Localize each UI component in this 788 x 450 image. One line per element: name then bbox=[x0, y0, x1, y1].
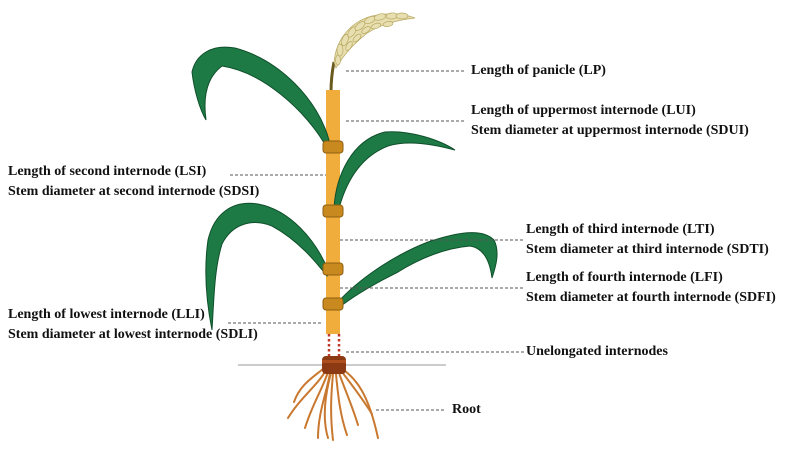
node-4 bbox=[322, 297, 344, 311]
label-lowest-length: Length of lowest internode (LLI) bbox=[8, 307, 205, 322]
node-3 bbox=[322, 262, 344, 276]
label-lowest: Length of lowest internode (LLI) Stem di… bbox=[8, 305, 258, 345]
label-lowest-diameter: Stem diameter at lowest internode (SDLI) bbox=[8, 327, 258, 342]
label-root: Root bbox=[452, 400, 481, 420]
label-unelongated: Unelongated internodes bbox=[526, 342, 668, 362]
roots bbox=[287, 368, 379, 441]
label-uppermost-diameter: Stem diameter at uppermost internode (SD… bbox=[471, 123, 749, 138]
label-third: Length of third internode (LTI) Stem dia… bbox=[526, 220, 769, 260]
label-second-length: Length of second internode (LSI) bbox=[8, 164, 207, 179]
panicle bbox=[333, 12, 416, 69]
label-root-text: Root bbox=[452, 402, 481, 417]
label-second: Length of second internode (LSI) Stem di… bbox=[8, 162, 259, 202]
leader-lines bbox=[228, 70, 524, 411]
label-uppermost: Length of uppermost internode (LUI) Stem… bbox=[471, 101, 749, 141]
label-fourth-diameter: Stem diameter at fourth internode (SDFI) bbox=[526, 290, 776, 305]
label-second-diameter: Stem diameter at second internode (SDSI) bbox=[8, 184, 260, 199]
label-uppermost-length: Length of uppermost internode (LUI) bbox=[471, 103, 696, 118]
label-third-length: Length of third internode (LTI) bbox=[526, 222, 715, 237]
node-2 bbox=[322, 204, 344, 218]
nodes bbox=[322, 140, 344, 311]
panicle-neck bbox=[329, 61, 336, 93]
label-fourth-length: Length of fourth internode (LFI) bbox=[526, 270, 723, 285]
node-1 bbox=[322, 140, 344, 154]
label-panicle: Length of panicle (LP) bbox=[471, 61, 606, 81]
label-panicle-text: Length of panicle (LP) bbox=[471, 63, 606, 78]
label-fourth: Length of fourth internode (LFI) Stem di… bbox=[526, 268, 776, 308]
label-third-diameter: Stem diameter at third internode (SDTI) bbox=[526, 242, 769, 257]
stem-base bbox=[322, 356, 346, 374]
label-unelongated-text: Unelongated internodes bbox=[526, 344, 668, 359]
